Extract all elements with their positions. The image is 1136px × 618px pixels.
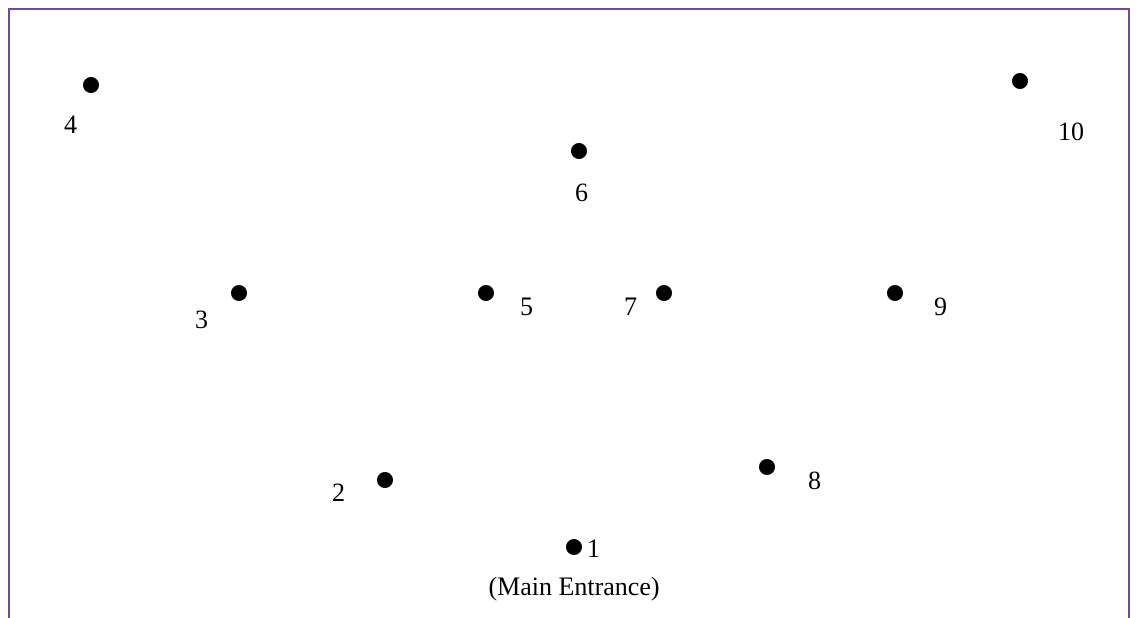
point-9-label: 9 [934,292,947,321]
point-7-label: 7 [624,292,637,321]
point-2-marker [377,472,393,488]
point-2-label: 2 [332,478,345,507]
point-6-label: 6 [575,178,588,207]
point-9-marker [887,285,903,301]
point-5-label: 5 [520,292,533,321]
point-8-marker [759,459,775,475]
point-10-label: 10 [1058,117,1084,146]
point-3-marker [231,285,247,301]
point-10-marker [1012,73,1028,89]
point-1-label: 1 [587,534,600,563]
point-7-marker [656,285,672,301]
point-8-label: 8 [808,466,821,495]
point-1-sublabel: (Main Entrance) [488,572,659,601]
point-6-marker [571,143,587,159]
point-4-label: 4 [64,110,77,139]
point-1-marker [566,539,582,555]
diagram-frame [8,8,1130,618]
point-3-label: 3 [195,305,208,334]
point-5-marker [478,285,494,301]
point-4-marker [83,77,99,93]
